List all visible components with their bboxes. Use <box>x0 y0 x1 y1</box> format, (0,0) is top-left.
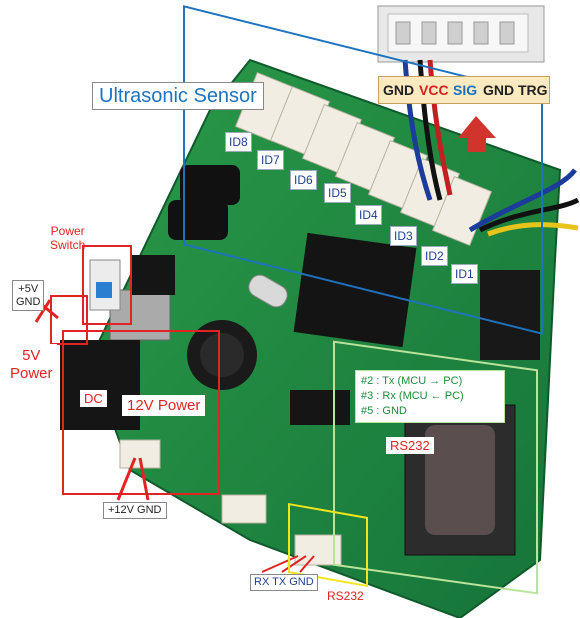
id-label-4: ID4 <box>355 205 382 225</box>
rs232-small-label: RS232 <box>323 588 368 604</box>
id-label-2: ID2 <box>421 246 448 266</box>
rs232-info-line: #5 : GND <box>361 404 407 417</box>
id-label-5: ID5 <box>324 183 351 203</box>
five-v-pins-label: +5V GND <box>12 280 45 312</box>
id-label-1: ID1 <box>451 264 478 284</box>
five-v-power-label: 5V Power <box>6 344 57 386</box>
rs232-info-box: #2 : Tx (MCU → PC) #3 : Rx (MCU ← PC) #5… <box>355 370 505 423</box>
connector-pin-strip: GND VCC SIG GND TRG <box>378 76 550 104</box>
rs232-info-line: #3 : Rx (MCU ← PC) <box>361 389 464 402</box>
id-label-8: ID8 <box>225 132 252 152</box>
rs232-info-line: #2 : Tx (MCU → PC) <box>361 375 463 387</box>
pin-trg: TRG <box>518 82 548 98</box>
pin-gnd-2: GND <box>483 82 515 98</box>
rs232-big-label: RS232 <box>386 437 434 454</box>
capacitor <box>180 165 240 205</box>
id-label-7: ID7 <box>257 150 284 170</box>
dc-label: DC <box>80 390 107 407</box>
pin-vcc: VCC <box>419 82 449 98</box>
sensor-connectors <box>234 71 493 247</box>
pin-gnd-1: GND <box>383 82 415 98</box>
id-label-3: ID3 <box>390 226 417 246</box>
twelve-v-label: 12V Power <box>122 395 206 416</box>
rx-tx-gnd-label: RX TX GND <box>250 574 318 591</box>
id-label-6: ID6 <box>290 170 317 190</box>
power-switch-box <box>82 245 132 325</box>
twelve-v-pins-label: +12V GND <box>103 502 167 519</box>
pin-sig: SIG <box>453 82 478 98</box>
mcu-chip <box>293 232 417 348</box>
twelve-v-region <box>62 330 220 495</box>
five-v-box <box>50 295 88 345</box>
ultrasonic-title: Ultrasonic Sensor <box>92 82 264 110</box>
red-arrow-icon <box>458 116 496 152</box>
